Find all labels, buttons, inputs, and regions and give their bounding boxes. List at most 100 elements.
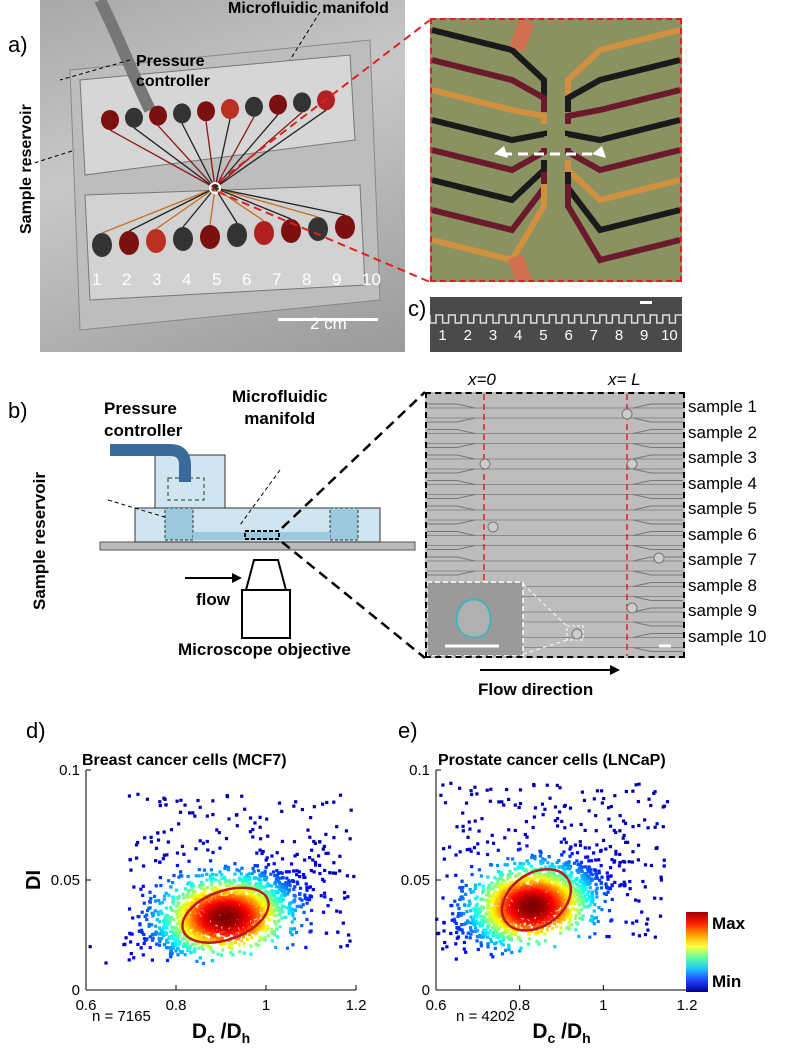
reservoir-number: 9 [332,270,342,289]
scatter-point [338,854,342,858]
scatter-point [600,789,604,793]
scatter-point [646,928,650,932]
scatter-point [271,870,276,874]
scatter-point [600,908,604,912]
scatter-point [586,890,591,894]
scatter-point [631,921,635,925]
scatter-point [281,876,285,880]
scatter-point [584,904,588,909]
scatter-point [499,883,503,888]
scatter-point [265,856,269,860]
scatter-point [562,875,567,880]
scatter-point [514,887,518,891]
scatter-point [242,889,246,893]
scatter-point [534,875,538,879]
scatter-point [236,894,241,898]
scatter-point [458,886,462,890]
scatter-point [174,949,178,953]
scatter-point [196,941,201,945]
scatter-point [539,905,543,909]
scatter-point [158,901,162,905]
scatter-point [240,866,244,870]
bottom-reservoir [335,215,355,239]
scatter-point [456,935,461,939]
scatter-point [610,884,614,888]
scatter-point [472,846,477,850]
scatter-point [176,953,180,957]
scatter-point [555,907,559,911]
scatter-point [495,929,499,933]
scatter-point [442,857,446,861]
scatter-point [164,803,168,807]
panel-b-leader-lines [281,391,426,659]
scatter-point [557,858,561,863]
scatter-point [186,891,191,895]
scatter-point [563,908,568,913]
scatter-point [204,937,208,941]
scatter-point [210,872,215,877]
y-tick-label: 0.1 [409,762,430,779]
scatter-point [223,864,228,868]
panel-b-label: b) [8,398,28,423]
scatter-point [266,913,270,917]
scatter-point [497,800,501,804]
scatter-point [523,869,527,873]
scatter-point [269,908,273,912]
sample-label: sample 2 [688,422,757,442]
scatter-point [564,892,569,896]
scatter-point [636,858,640,862]
scatter-point [482,935,486,939]
scatter-point [522,896,526,900]
scatter-point [568,916,572,920]
sample-label: sample 4 [688,473,757,493]
scatter-point [547,874,551,878]
scatter-point [631,932,635,936]
scatter-point [248,932,252,937]
scatter-point [533,905,537,909]
scatter-point [228,880,233,885]
chip-zoom-image [430,18,682,282]
scatter-point [205,878,209,882]
scatter-point [503,909,507,914]
scatter-point [517,872,521,876]
scatter-point [170,929,175,933]
x-axis-title: Dc /Dh [532,1020,590,1046]
scatter-point [224,836,229,841]
scatter-point [158,875,162,880]
scatter-point [318,863,322,867]
scatter-point [271,899,275,903]
scatter-point [276,871,281,875]
scatter-point [176,915,180,919]
scatter-point [251,909,256,913]
scatter-point [194,929,198,933]
scatter-point [233,925,237,929]
scatter-point [562,850,566,854]
scatter-point [543,858,547,862]
scatter-point [196,798,200,803]
scatter-point [631,850,635,854]
scatter-point [455,930,459,935]
scatter-point [294,800,298,804]
scatter-point [233,862,237,866]
scatter-point [490,833,494,837]
scatter-point [202,942,207,947]
scatter-point [219,936,223,940]
scatter-point [602,796,606,801]
scatter-point [580,898,584,902]
scatter-point [293,854,297,858]
scatter-point [235,891,239,895]
scatter-point [151,914,155,918]
scatter-point [245,876,249,880]
scatter-point [568,910,572,914]
scatter-point [461,912,466,916]
scatter-point [587,809,591,813]
channel-number: 9 [640,327,649,344]
scatter-point [607,909,612,913]
scatter-point [218,846,222,850]
scatter-point [547,888,551,893]
scatter-point [606,806,611,810]
scatter-point [461,824,465,828]
scatter-point [567,927,571,931]
scatter-point [177,929,181,933]
scatter-point [595,886,599,890]
